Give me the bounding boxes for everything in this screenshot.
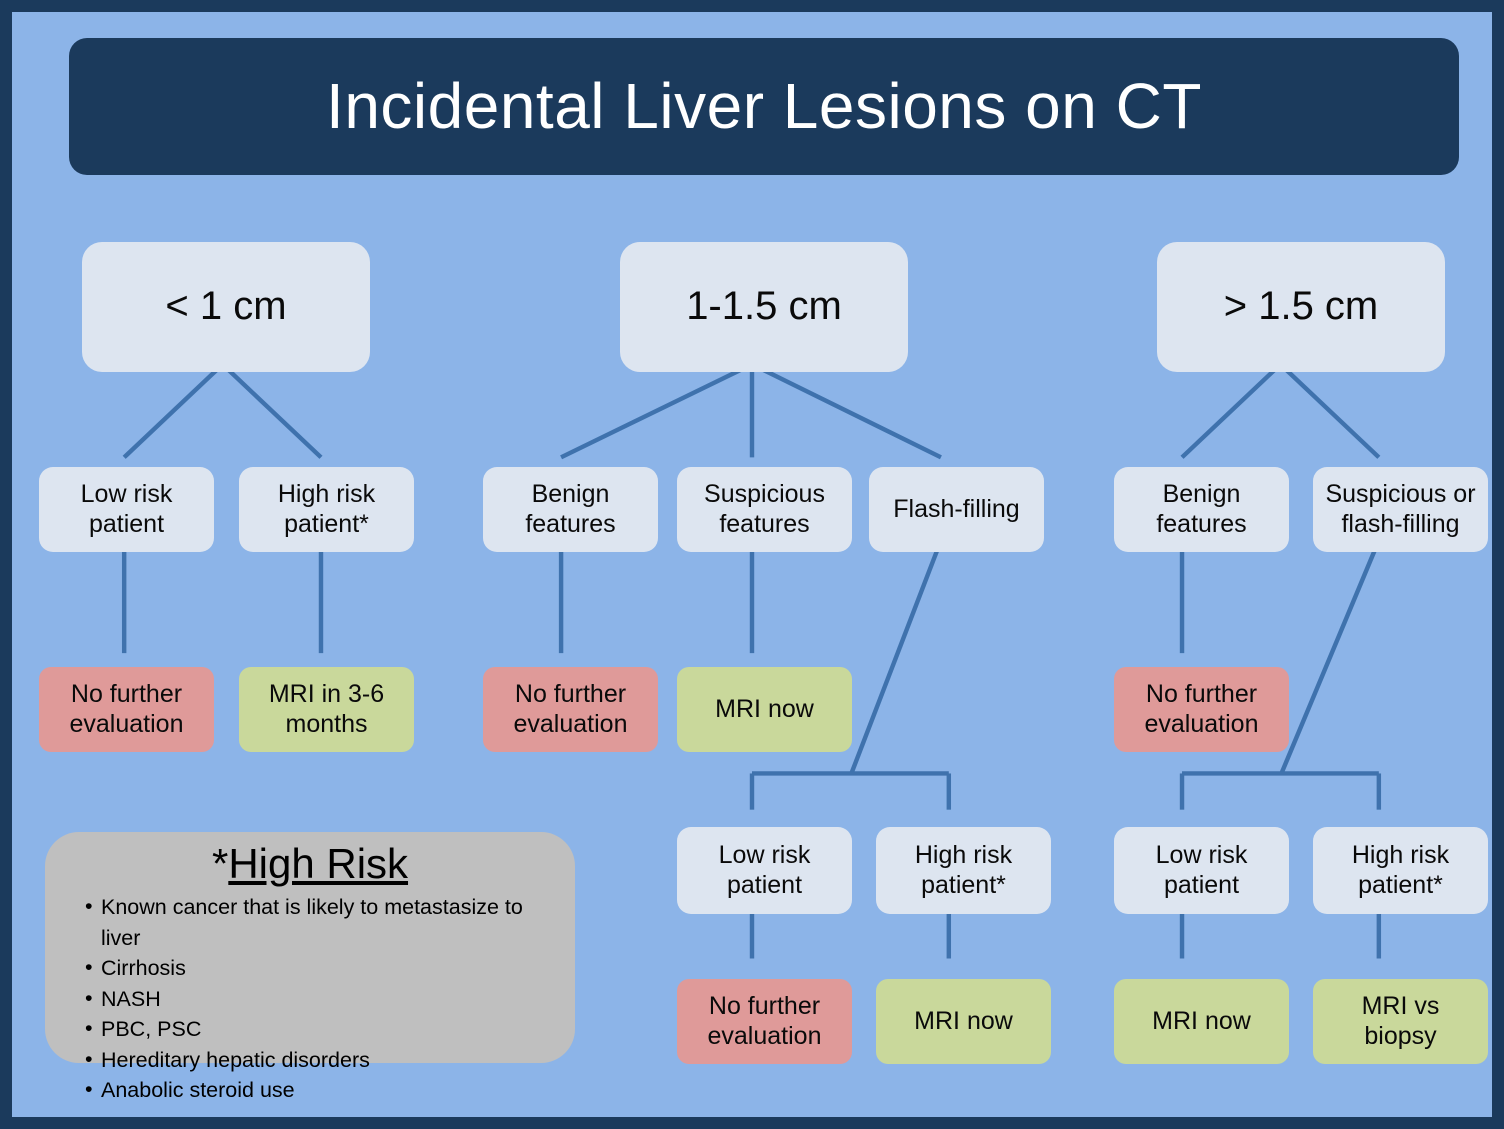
edge-c1-size-to-low-risk	[122, 362, 225, 459]
node-label: > 1.5 cm	[1223, 284, 1379, 329]
outcome-c3-mri-now[interactable]: MRI now	[1114, 979, 1289, 1064]
node-label: Flash-filling	[893, 494, 1020, 523]
outcome-c2-flash-mri-now[interactable]: MRI now	[876, 979, 1051, 1064]
legend-high-risk: *High Risk Known cancer that is likely t…	[45, 832, 575, 1104]
node-label: 1-1.5 cm	[686, 284, 842, 329]
legend-item: Hereditary hepatic disorders	[85, 1044, 557, 1076]
page-title: Incidental Liver Lesions on CT	[326, 69, 1202, 142]
node-size-1-to-1p5cm[interactable]: 1-1.5 cm	[620, 242, 908, 372]
edge-c3-size-to-benign	[1180, 362, 1282, 459]
edge-c1-size-to-high-risk	[221, 362, 323, 459]
legend-asterisk: *	[211, 840, 229, 887]
node-size-lt-1cm[interactable]: < 1 cm	[82, 242, 370, 372]
page-title-banner: Incidental Liver Lesions on CT	[69, 38, 1459, 175]
legend-item: Anabolic steroid use	[85, 1074, 557, 1106]
node-label: MRI now	[1152, 1006, 1251, 1035]
edge-c2-flash-to-bar	[849, 539, 944, 775]
legend-title-text: High Risk	[228, 840, 409, 887]
node-label: MRI now	[914, 1006, 1013, 1035]
node-label: < 1 cm	[165, 284, 287, 329]
legend-item: PBC, PSC	[85, 1013, 557, 1045]
legend-title: *High Risk	[63, 840, 557, 887]
legend-item: NASH	[85, 983, 557, 1015]
legend-item: Known cancer that is likely to metastasi…	[85, 891, 557, 953]
legend-item-list: Known cancer that is likely to metastasi…	[63, 891, 557, 1106]
legend-item: Cirrhosis	[85, 952, 557, 984]
outcome-c2-mri-now[interactable]: MRI now	[677, 667, 852, 752]
edge-c3-suspicious-to-bar	[1279, 539, 1381, 775]
node-c2-flash-filling[interactable]: Flash-filling	[869, 467, 1044, 552]
node-size-gt-1p5cm[interactable]: > 1.5 cm	[1157, 242, 1445, 372]
node-label: MRI now	[715, 694, 814, 723]
edge-c2-size-to-benign	[560, 362, 753, 460]
edge-c3-size-to-suspicious	[1278, 362, 1381, 459]
edge-c2-size-to-flash	[751, 362, 942, 460]
